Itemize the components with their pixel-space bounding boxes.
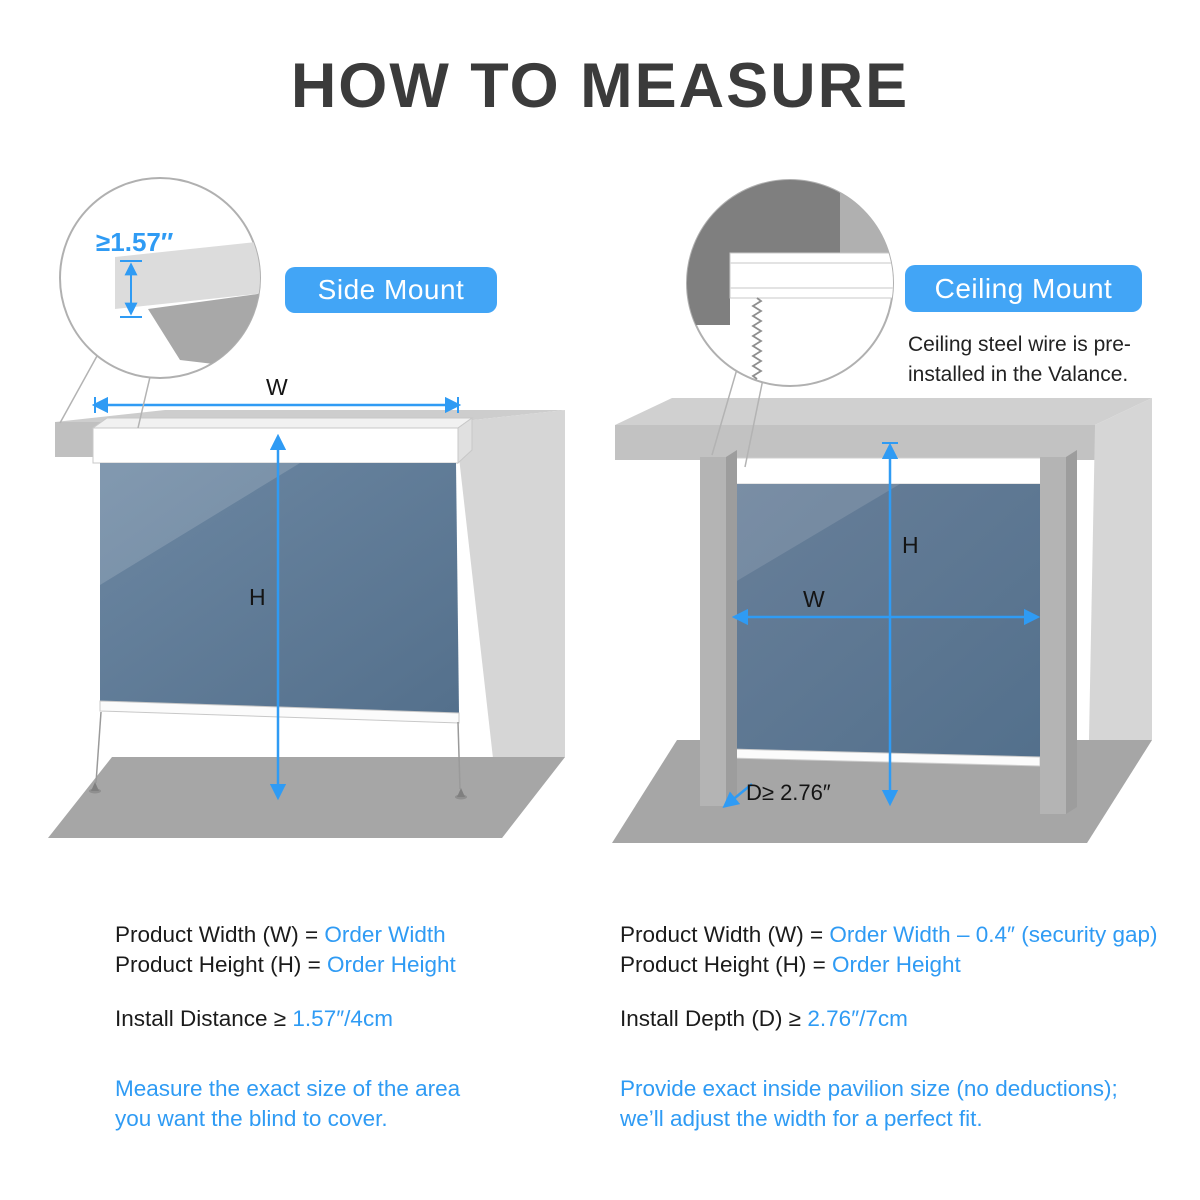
- width-arrow: W: [91, 374, 462, 414]
- ceiling-mount-badge[interactable]: Ceiling Mount: [905, 265, 1142, 312]
- ceiling-top-face: [615, 398, 1152, 425]
- spec-label: Install Depth (D) ≥: [620, 1006, 808, 1031]
- spec-label: Product Height (H) =: [620, 952, 832, 977]
- right-anchor-cone: [457, 788, 465, 797]
- spec-label: Product Height (H) =: [115, 952, 327, 977]
- side-note-line2: you want the blind to cover.: [115, 1106, 388, 1131]
- fabric-highlight: [100, 463, 300, 585]
- spec-value: Order Width – 0.4″ (security gap): [829, 922, 1158, 947]
- height-arrow: H: [249, 433, 287, 801]
- posts: [700, 450, 1077, 814]
- ceiling-front-face: [615, 425, 1095, 460]
- width-label: W: [266, 374, 288, 400]
- detail-callout: [686, 179, 894, 468]
- ceiling-beam-light: [840, 180, 893, 253]
- min-distance-value: ≥1.57″: [96, 227, 173, 257]
- side-spec-width: Product Width (W) = Order Width: [115, 922, 446, 948]
- floor: [48, 757, 565, 838]
- width-label: W: [803, 586, 825, 612]
- mount-surface: [115, 241, 260, 309]
- ceiling-wire-note: Ceiling steel wire is pre-installed in t…: [908, 333, 1131, 386]
- height-label: H: [902, 532, 919, 558]
- side-mount-badge[interactable]: Side Mount: [285, 267, 497, 313]
- valance-detail: [729, 252, 893, 299]
- leader-line-1: [711, 368, 738, 456]
- depth-annotation: D≥ 2.76″: [722, 780, 831, 809]
- spec-value: 2.76″/7cm: [807, 1006, 908, 1031]
- ceiling-note-line1: Provide exact inside pavilion size (no d…: [620, 1076, 1118, 1101]
- ceiling-install-depth: Install Depth (D) ≥ 2.76″/7cm: [620, 1006, 908, 1032]
- fabric-highlight: [730, 484, 900, 585]
- spec-value: Order Width: [324, 922, 446, 947]
- right-post: [1040, 457, 1066, 814]
- width-arrow: W: [731, 586, 1041, 626]
- right-wall: [1087, 398, 1152, 843]
- spec-label: Install Distance ≥: [115, 1006, 293, 1031]
- valance-top: [91, 417, 474, 429]
- leader-line-2: [137, 376, 151, 429]
- height-label: H: [249, 584, 266, 610]
- left-post-side: [726, 450, 737, 806]
- ceiling-spec-width: Product Width (W) = Order Width – 0.4″ (…: [620, 922, 1158, 948]
- side-note-line1: Measure the exact size of the area: [115, 1076, 461, 1101]
- left-anchor-cone: [91, 782, 99, 791]
- page-title: HOW TO MEASURE: [290, 51, 910, 121]
- right-wall: [455, 410, 565, 838]
- ceiling-mount-diagram: H W D≥ 2.76″: [612, 179, 1152, 843]
- ceiling-spec-height: Product Height (H) = Order Height: [620, 952, 961, 978]
- spec-value: 1.57″/4cm: [292, 1006, 393, 1031]
- left-post: [700, 457, 726, 806]
- right-post-side: [1066, 450, 1077, 814]
- spec-label: Product Width (W) =: [115, 922, 325, 947]
- leader-line-1: [59, 355, 98, 424]
- ceiling-note-line2: we’ll adjust the width for a perfect fit…: [620, 1106, 983, 1131]
- side-install-distance: Install Distance ≥ 1.57″/4cm: [115, 1006, 393, 1032]
- leader-line-2: [744, 378, 764, 468]
- roller-blind: [91, 417, 474, 724]
- depth-label: D≥ 2.76″: [746, 780, 831, 805]
- valance-front: [725, 457, 1043, 485]
- roller-blind: [725, 457, 1043, 767]
- right-wire: [457, 721, 461, 790]
- steel-wire: [751, 297, 763, 380]
- spec-value: Order Height: [326, 952, 456, 977]
- spec-value: Order Height: [831, 952, 961, 977]
- detail-callout: ≥1.57″: [59, 177, 261, 429]
- depth-arrow: [722, 783, 753, 809]
- valance-front: [92, 427, 459, 464]
- side-spec-height: Product Height (H) = Order Height: [115, 952, 456, 978]
- tension-wires: [89, 711, 467, 800]
- side-mount-diagram: W H ≥1.57″: [48, 177, 565, 838]
- left-wire: [95, 711, 102, 784]
- spec-label: Product Width (W) =: [620, 922, 830, 947]
